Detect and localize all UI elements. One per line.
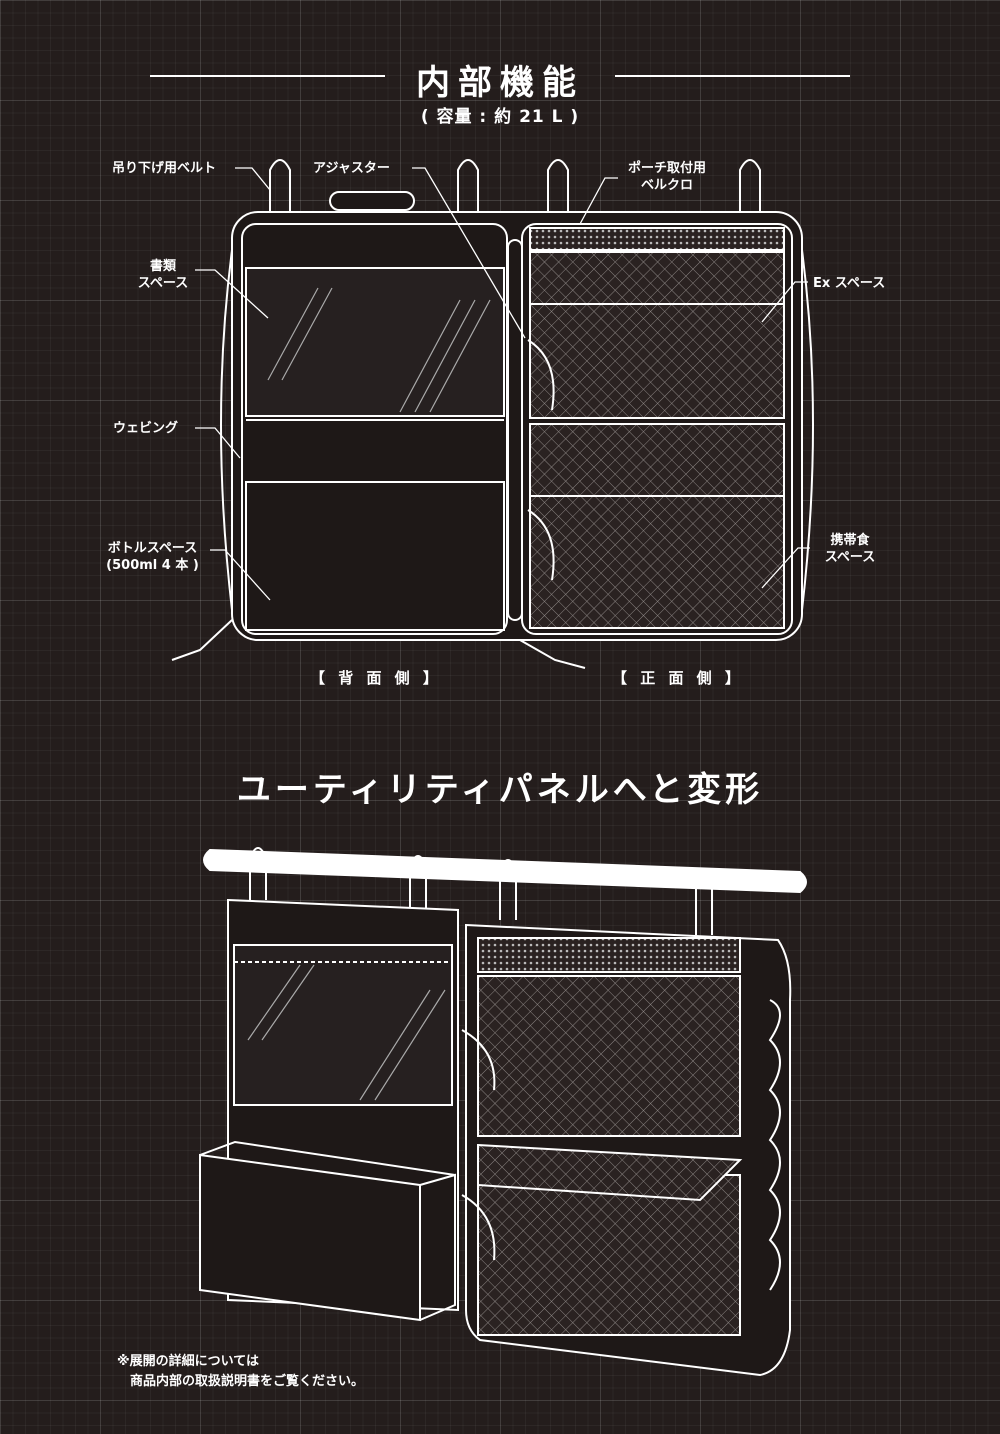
- opened-pack-illustration: [171, 159, 814, 669]
- title-rule-left: [150, 75, 385, 77]
- utility-panel-heading: ユーティリティパネルへと変形: [236, 770, 764, 810]
- label-webbing: ウェビング: [113, 421, 179, 436]
- label-bottle-space: ボトルスペース (500ml 4 本 ): [95, 540, 210, 574]
- front-side-label: 【 正 面 側 】: [612, 669, 744, 687]
- capacity-subtitle: ( 容量 : 約 21 L ): [420, 107, 580, 127]
- section-title-row: 内部機能: [150, 55, 850, 103]
- label-bottle-line2: (500ml 4 本 ): [106, 558, 199, 573]
- label-documents-line2: スペース: [137, 276, 189, 291]
- back-side-label: 【 背 面 側 】: [310, 669, 442, 687]
- label-documents-line1: 書類: [149, 259, 176, 274]
- label-food-space: 携帯食 スペース: [815, 532, 885, 566]
- title-rule-right: [615, 75, 850, 77]
- label-pouch-velcro-line2: ベルクロ: [640, 178, 693, 193]
- label-hanging-belt: 吊り下げ用ベルト: [112, 161, 217, 176]
- label-pouch-velcro: ポーチ取付用 ベルクロ: [622, 160, 712, 194]
- label-pouch-velcro-line1: ポーチ取付用: [627, 161, 706, 176]
- footnote-line2: 商品内部の取扱説明書をご覧ください。: [130, 1374, 365, 1389]
- label-ex-space: Ex スペース: [813, 276, 886, 291]
- utility-panel-illustration: [199, 847, 807, 1377]
- footnote: ※展開の詳細については 商品内部の取扱説明書をご覧ください。: [117, 1352, 364, 1392]
- label-documents-space: 書類 スペース: [128, 258, 198, 292]
- label-adjuster: アジャスター: [313, 161, 390, 176]
- section-title: 内部機能: [416, 63, 584, 103]
- leader-lines: [195, 167, 810, 601]
- label-bottle-line1: ボトルスペース: [107, 541, 198, 556]
- footnote-line1: ※展開の詳細については: [117, 1354, 259, 1369]
- label-food-line2: スペース: [824, 550, 876, 565]
- label-food-line1: 携帯食: [830, 533, 870, 548]
